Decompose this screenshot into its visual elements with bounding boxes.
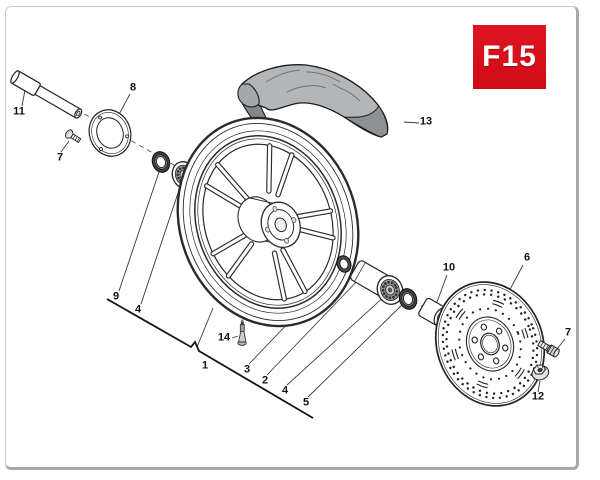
callout-bushing-10: 10 xyxy=(442,261,456,274)
front-axle xyxy=(10,70,83,119)
oil-seal-right xyxy=(398,288,418,310)
brake-disc xyxy=(434,281,546,407)
callout-axle-11: 11 xyxy=(13,105,25,118)
callout-bolt-right-7: 7 xyxy=(564,326,572,339)
oil-seal-left xyxy=(151,151,171,173)
callout-fender-13: 13 xyxy=(419,115,433,128)
wheel-leader-baseline xyxy=(106,298,314,419)
bearing-right xyxy=(376,275,404,305)
spacer-washer xyxy=(336,255,352,273)
callout-bearing-left-4: 4 xyxy=(134,303,142,316)
callout-valve-14: 14 xyxy=(217,331,231,344)
callout-screw-left-7: 7 xyxy=(56,151,64,164)
disc-bolt xyxy=(537,339,560,358)
callout-cover-8: 8 xyxy=(129,81,137,94)
callout-seal-right-5: 5 xyxy=(302,396,310,409)
screw-left xyxy=(65,129,82,144)
disc-bolt-holes xyxy=(471,323,509,365)
wheel-hub xyxy=(237,196,301,249)
callout-bearing-right-4: 4 xyxy=(281,384,289,397)
callout-spacer-2: 2 xyxy=(261,374,269,387)
flanged-nut xyxy=(531,364,550,381)
wheel-spokes xyxy=(203,143,336,302)
callout-seal-left-9: 9 xyxy=(112,290,120,303)
callout-washer-3: 3 xyxy=(243,363,251,376)
page-code-badge: F15 xyxy=(473,25,546,89)
axle-cover-ring xyxy=(88,109,132,157)
callout-disc-6: 6 xyxy=(523,251,531,264)
tire-valve xyxy=(237,319,247,346)
callout-wheel-1: 1 xyxy=(201,359,209,372)
callout-nut-12: 12 xyxy=(531,390,545,403)
front-wheel xyxy=(176,116,360,328)
